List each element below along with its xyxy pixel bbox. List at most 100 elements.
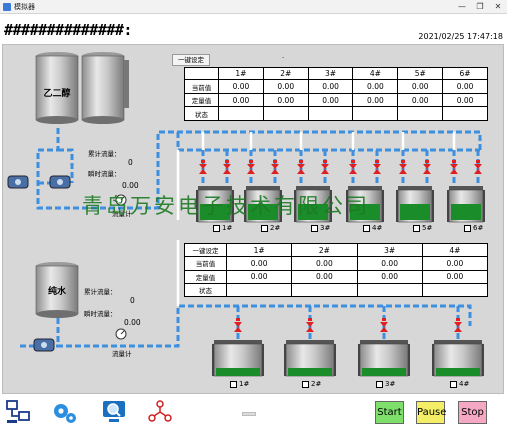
setpoint-cell[interactable]: 0.00 <box>291 269 358 284</box>
valve-icon[interactable] <box>450 160 458 174</box>
valve-icon[interactable] <box>297 160 305 174</box>
tank-label: 1# <box>239 380 250 388</box>
valve-icon[interactable] <box>271 160 279 174</box>
water-instant-value: 0.00 <box>124 318 141 327</box>
header <box>0 14 507 44</box>
molecule-icon[interactable] <box>146 398 174 426</box>
mixing-tank <box>196 186 234 223</box>
app-icon <box>3 3 11 11</box>
lower-col-header: 2# <box>291 242 358 258</box>
lower-tank-select[interactable]: 3# <box>376 380 395 388</box>
plant-code: ##############: <box>4 21 132 39</box>
upper-tank-select[interactable]: 4# <box>363 224 382 232</box>
valve-icon[interactable] <box>349 160 357 174</box>
tank-checkbox[interactable] <box>413 224 420 232</box>
upper-tank-select[interactable]: 3# <box>311 224 330 232</box>
setpoint-cell[interactable]: 0.00 <box>421 269 489 284</box>
setpoint-cell[interactable]: 0.00 <box>397 92 444 108</box>
upper-col-header: 3# <box>307 66 354 81</box>
status-cell <box>356 282 423 298</box>
valve-icon[interactable] <box>454 318 462 332</box>
setpoint-cell[interactable]: 0.00 <box>356 269 423 284</box>
minimize-handle[interactable] <box>242 412 256 416</box>
lower-tank-select[interactable]: 2# <box>302 380 321 388</box>
valve-icon[interactable] <box>199 160 207 174</box>
setpoint-cell[interactable]: 0.00 <box>307 92 354 108</box>
tank-checkbox[interactable] <box>450 380 457 388</box>
minimize-button[interactable]: — <box>458 2 466 11</box>
valve-icon[interactable] <box>380 318 388 332</box>
water-tank-label: 纯水 <box>47 287 66 297</box>
mixing-tank <box>284 340 336 377</box>
settings-icon[interactable] <box>50 398 78 426</box>
valve-icon[interactable] <box>373 160 381 174</box>
valve-icon[interactable] <box>474 160 482 174</box>
tank-label: 1# <box>222 224 233 232</box>
network-icon[interactable] <box>4 398 32 426</box>
status-cell <box>291 282 358 298</box>
row-label: 状态 <box>184 282 227 298</box>
current-value-cell: 0.00 <box>291 256 358 271</box>
restore-button[interactable]: ❐ <box>476 2 484 11</box>
lower-preset-button[interactable]: 一键设定 <box>184 242 227 258</box>
lower-branches <box>234 306 462 340</box>
tank-checkbox[interactable] <box>261 224 268 232</box>
tank-label: 2# <box>311 380 322 388</box>
tank-checkbox[interactable] <box>311 224 318 232</box>
upper-tank-select[interactable]: 5# <box>413 224 432 232</box>
upper-tank-select[interactable]: 1# <box>213 224 232 232</box>
current-value-cell: 0.00 <box>442 79 488 94</box>
setpoint-cell[interactable]: 0.00 <box>352 92 399 108</box>
valve-icon[interactable] <box>423 160 431 174</box>
start-button[interactable]: Start <box>375 401 404 424</box>
upper-status-table: 1# 2# 3# 4# 5# 6# 当前值 0.00 0.00 0.00 0.0… <box>184 66 488 121</box>
upper-col-header: 2# <box>262 66 309 81</box>
water-cumulative-value: 0 <box>130 296 135 305</box>
tank-checkbox[interactable] <box>302 380 309 388</box>
valve-icon[interactable] <box>247 160 255 174</box>
upper-tank-select[interactable]: 2# <box>261 224 280 232</box>
glycol-pump-1[interactable] <box>7 175 29 189</box>
upper-col-header: 1# <box>218 66 264 81</box>
water-pump[interactable] <box>33 338 55 352</box>
status-cell <box>352 106 399 121</box>
tank-checkbox[interactable] <box>213 224 220 232</box>
stop-button[interactable]: Stop <box>458 401 487 424</box>
upper-tank-select[interactable]: 6# <box>464 224 483 232</box>
setpoint-cell[interactable]: 0.00 <box>262 92 309 108</box>
upper-branches <box>199 132 482 183</box>
valve-icon[interactable] <box>234 318 242 332</box>
monitor-search-icon[interactable] <box>100 398 128 426</box>
close-button[interactable]: ✕ <box>494 2 502 11</box>
glycol-pump-2[interactable] <box>49 175 71 189</box>
valve-icon[interactable] <box>306 318 314 332</box>
mixing-tank <box>346 186 384 223</box>
status-cell <box>262 106 309 121</box>
water-meter-label: 流量计 <box>112 350 132 358</box>
valve-icon[interactable] <box>399 160 407 174</box>
setpoint-cell[interactable]: 0.00 <box>225 269 293 284</box>
setpoint-cell[interactable]: 0.00 <box>442 92 488 108</box>
mixing-tank <box>244 186 282 223</box>
tank-checkbox[interactable] <box>464 224 471 232</box>
glycol-flowmeter-icon <box>115 194 127 206</box>
valve-icon[interactable] <box>321 160 329 174</box>
lower-tank-select[interactable]: 1# <box>230 380 249 388</box>
upper-mixing-tanks <box>196 186 485 223</box>
current-value-cell: 0.00 <box>421 256 489 271</box>
water-flowmeter-icon <box>115 328 127 340</box>
mixing-tank <box>432 340 484 377</box>
tank-label: 3# <box>385 380 396 388</box>
upper-preset-button[interactable]: 一键设定 <box>172 54 210 66</box>
glycol-tank-label: 乙二醇 <box>43 89 71 99</box>
tank-checkbox[interactable] <box>376 380 383 388</box>
tank-label: 3# <box>320 224 331 232</box>
window-title: 模拟器 <box>14 3 35 11</box>
pause-button[interactable]: Pause <box>416 401 446 424</box>
lower-tank-select[interactable]: 4# <box>450 380 469 388</box>
valve-icon[interactable] <box>223 160 231 174</box>
tank-checkbox[interactable] <box>230 380 237 388</box>
tank-checkbox[interactable] <box>363 224 370 232</box>
setpoint-cell[interactable]: 0.00 <box>218 92 264 108</box>
